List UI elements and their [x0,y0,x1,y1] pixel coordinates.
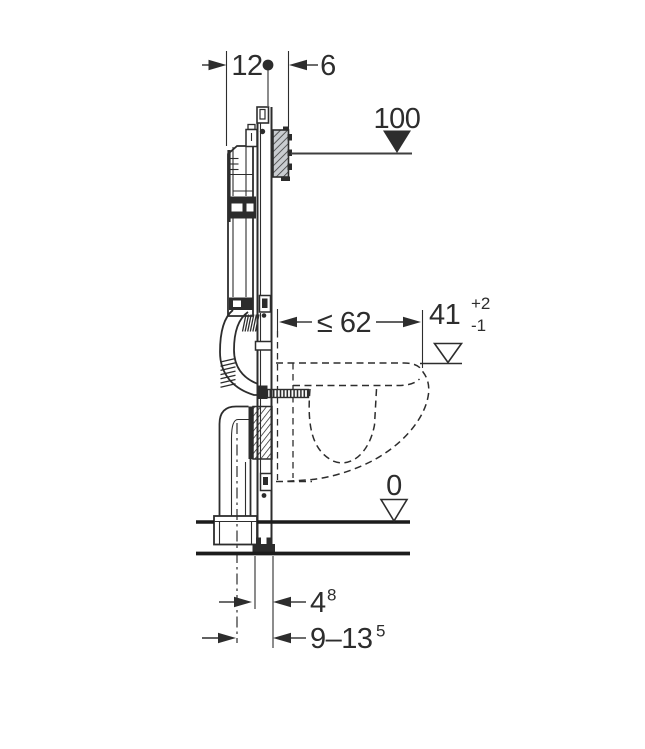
level-100-label: 100 [374,103,421,135]
rod-nut [258,385,268,399]
dim-12-label: 12 [231,50,262,82]
dim-4-label: 48 [310,586,336,620]
cistern [227,123,258,317]
threaded-rod [266,388,310,399]
level-marker-floor: 0 [379,470,409,523]
dim-arrow-icon [208,59,227,71]
dim-arrow-icon [289,59,307,71]
dim-frame-depth: 12 [202,50,274,146]
dim-arrow-icon [218,632,236,644]
dim-arrow-icon [234,596,252,608]
dim-wall-offset: 6 [287,50,336,127]
level-triangle-open-icon [432,342,464,364]
dim-6-label: 6 [320,50,336,82]
bowl-fixing-rod [258,385,310,399]
dim-arrow-icon [279,316,297,328]
corrugation-lower [220,357,236,388]
toilet-bowl-outline [276,331,430,483]
dim-arrow-icon [273,596,291,608]
screw-hole [259,128,266,135]
dim-outlet-front: 48 [219,556,336,648]
reference-dot [262,59,274,71]
level-triangle-open-icon [379,498,409,523]
level-0-label: 0 [386,470,402,502]
wall-bracket [272,126,292,181]
flush-bend [219,309,260,396]
dim-arrow-icon [403,316,421,328]
dim-arrow-icon [273,632,291,644]
rail-foot [252,544,275,553]
upper-bowl-fixing [254,340,273,351]
floor-lines [196,520,410,556]
drain-socket [213,515,258,546]
dim-62-label: ≤ 62 [317,307,371,339]
level-marker-100: 100 [291,103,421,155]
dim-seat-height: 41+2-1 [420,294,490,365]
dim-41-label: 41+2-1 [429,294,490,335]
frame-rail [252,106,275,553]
level-triangle-filled-icon [383,130,411,153]
drain-elbow [218,405,252,516]
dim-bowl-depth: ≤ 62 [276,307,424,368]
